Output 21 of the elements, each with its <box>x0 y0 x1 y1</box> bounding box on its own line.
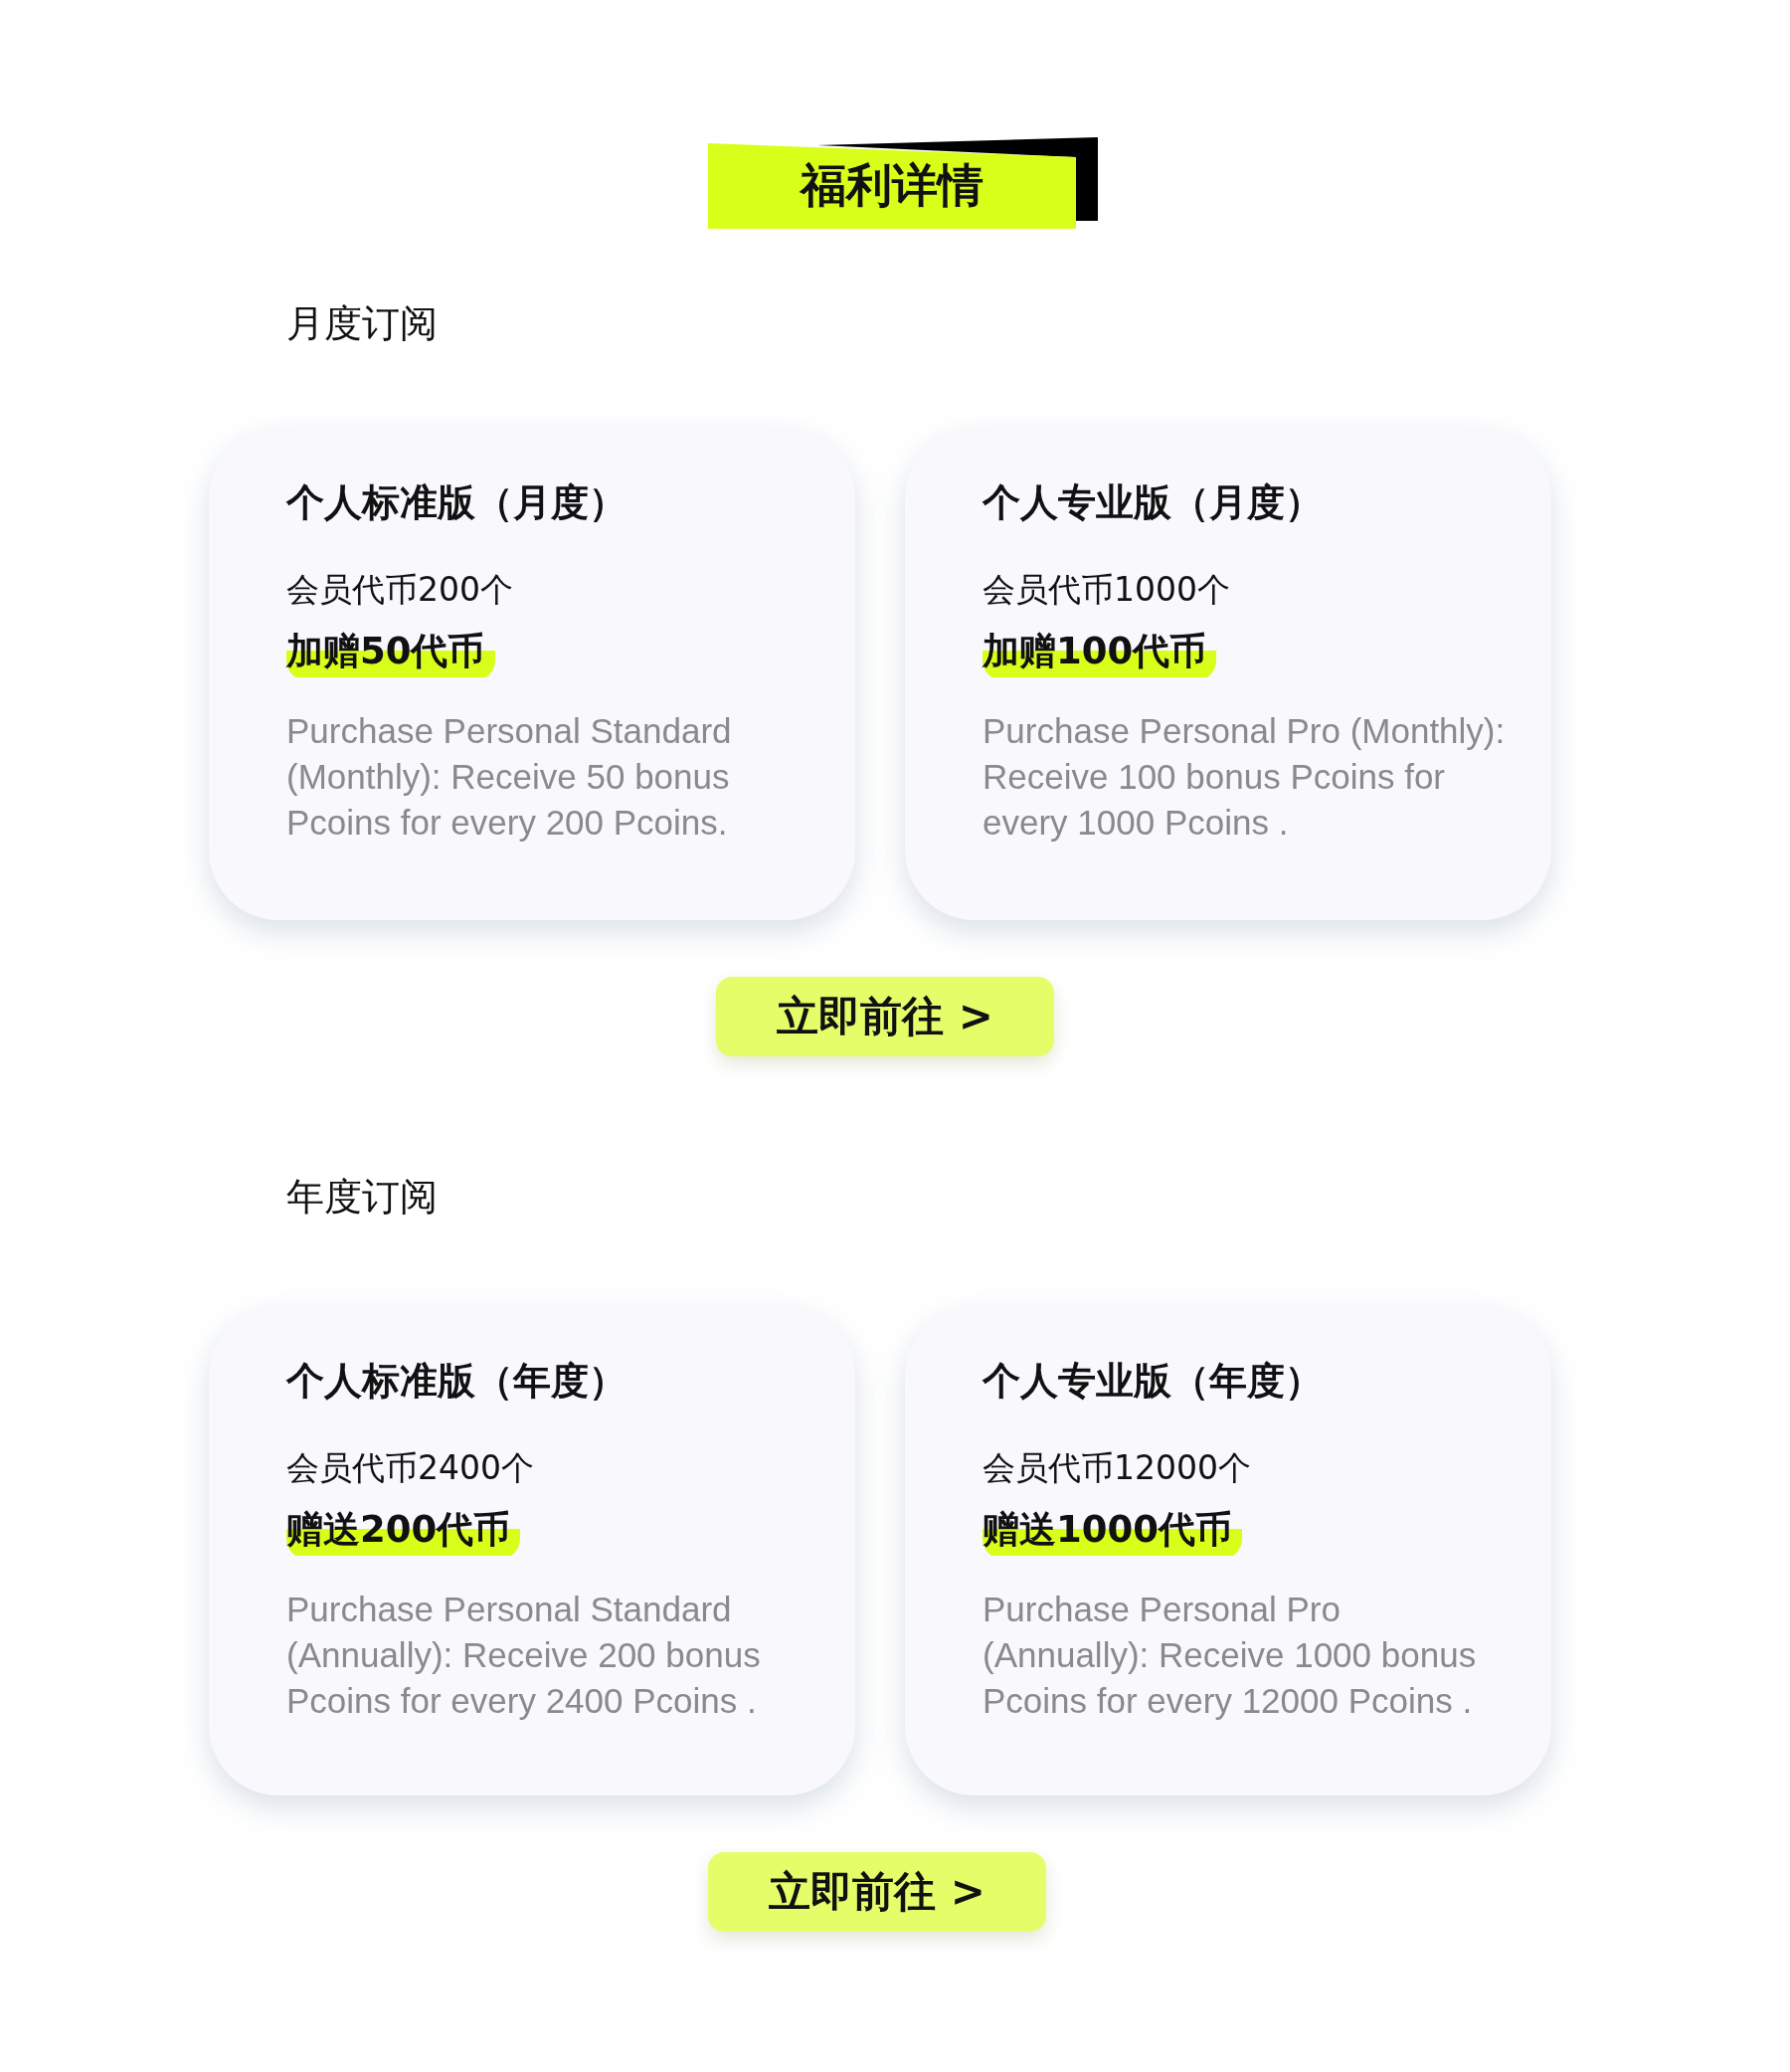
go-button: 立即前往 > <box>716 977 1054 1056</box>
plan-description: Purchase Personal Pro (Annually): Receive 1000 bonus Pcoins for every 12000 Pcoins . <box>983 1589 1478 1722</box>
banner-title: 福利详情 <box>799 157 984 214</box>
plan-card <box>209 428 855 920</box>
plan-description: Purchase Personal Pro (Monthly): Receive 100 bonus Pcoins for every 1000 Pcoins . <box>983 710 1507 844</box>
plan-description: Purchase Personal Standard (Annually): Receive 200 bonus Pcoins for every 2400 Pcoins . <box>286 1589 762 1722</box>
plan-card <box>905 428 1551 920</box>
section-heading: 年度订阅 <box>286 1174 438 1221</box>
plan-description: Purchase Personal Standard (Monthly): Receive 50 bonus Pcoins for every 200 Pcoins. <box>286 710 733 844</box>
coin-amount: 会员代币200个 <box>286 569 513 611</box>
plan-title: 个人专业版（年度） <box>983 1358 1323 1405</box>
plan-card <box>209 1306 855 1795</box>
coin-amount: 会员代币12000个 <box>983 1447 1251 1489</box>
plan-title: 个人专业版（月度） <box>983 479 1323 526</box>
plan-title: 个人标准版（月度） <box>286 479 626 526</box>
coin-amount: 会员代币2400个 <box>286 1447 534 1489</box>
section-heading: 月度订阅 <box>286 300 438 347</box>
plan-card <box>905 1306 1551 1795</box>
coin-amount: 会员代币1000个 <box>983 569 1230 611</box>
go-button: 立即前往 > <box>708 1852 1046 1932</box>
plan-title: 个人标准版（年度） <box>286 1358 626 1405</box>
